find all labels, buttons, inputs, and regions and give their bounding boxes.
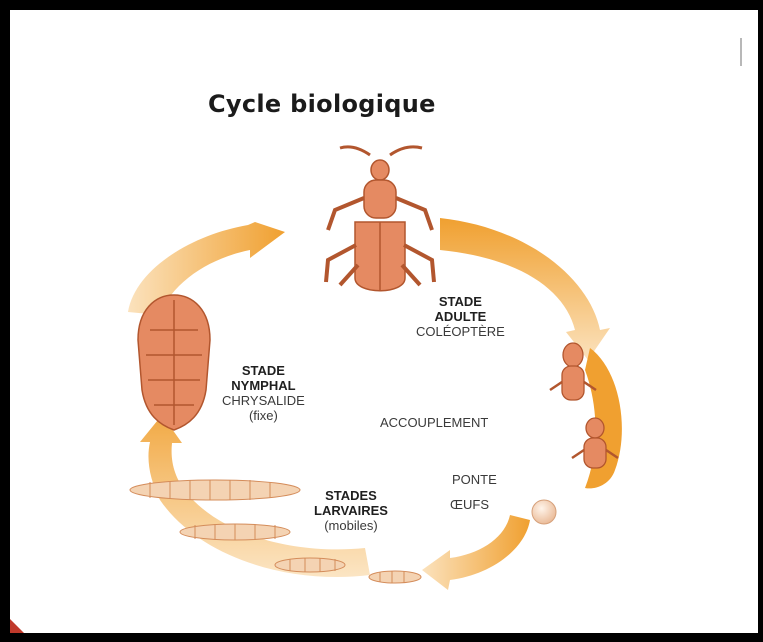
egg-icon — [532, 500, 556, 524]
nymph-stage-label: STADE NYMPHAL CHRYSALIDE (fixe) — [222, 363, 305, 423]
diagram-frame: Cycle biologique STADE ADULTE COLÉOPTÈRE… — [10, 10, 758, 633]
larva-stage-line2: LARVAIRES — [314, 503, 388, 518]
pupa-icon — [138, 295, 210, 430]
adult-stage-line3: COLÉOPTÈRE — [416, 324, 505, 339]
laying-line2: ŒUFS — [450, 497, 497, 512]
laying-label: PONTE ŒUFS — [450, 472, 497, 512]
adult-stage-line1: STADE — [416, 294, 505, 309]
larva-stage-line3: (mobiles) — [314, 518, 388, 533]
larva-1 — [130, 480, 300, 500]
mating-text: ACCOUPLEMENT — [380, 415, 488, 430]
larva-stage-label: STADES LARVAIRES (mobiles) — [314, 488, 388, 533]
adult-stage-line2: ADULTE — [416, 309, 505, 324]
larva-2 — [180, 524, 290, 540]
arrow-nymph-to-adult — [128, 222, 285, 315]
larva-stage-line1: STADES — [314, 488, 388, 503]
diagram-title: Cycle biologique — [208, 90, 436, 118]
corner-decoration — [10, 619, 24, 633]
nymph-stage-line3: CHRYSALIDE — [222, 393, 305, 408]
adult-beetle-icon — [326, 147, 434, 291]
nymph-stage-line2: NYMPHAL — [222, 378, 305, 393]
adult-stage-label: STADE ADULTE COLÉOPTÈRE — [416, 294, 505, 339]
nymph-stage-line4: (fixe) — [222, 408, 305, 423]
larva-4 — [369, 571, 421, 583]
mating-label: ACCOUPLEMENT — [380, 415, 488, 430]
laying-line1: PONTE — [452, 472, 497, 487]
larva-3 — [275, 558, 345, 572]
nymph-stage-line1: STADE — [222, 363, 305, 378]
arrow-eggs-to-larvae — [422, 515, 530, 590]
